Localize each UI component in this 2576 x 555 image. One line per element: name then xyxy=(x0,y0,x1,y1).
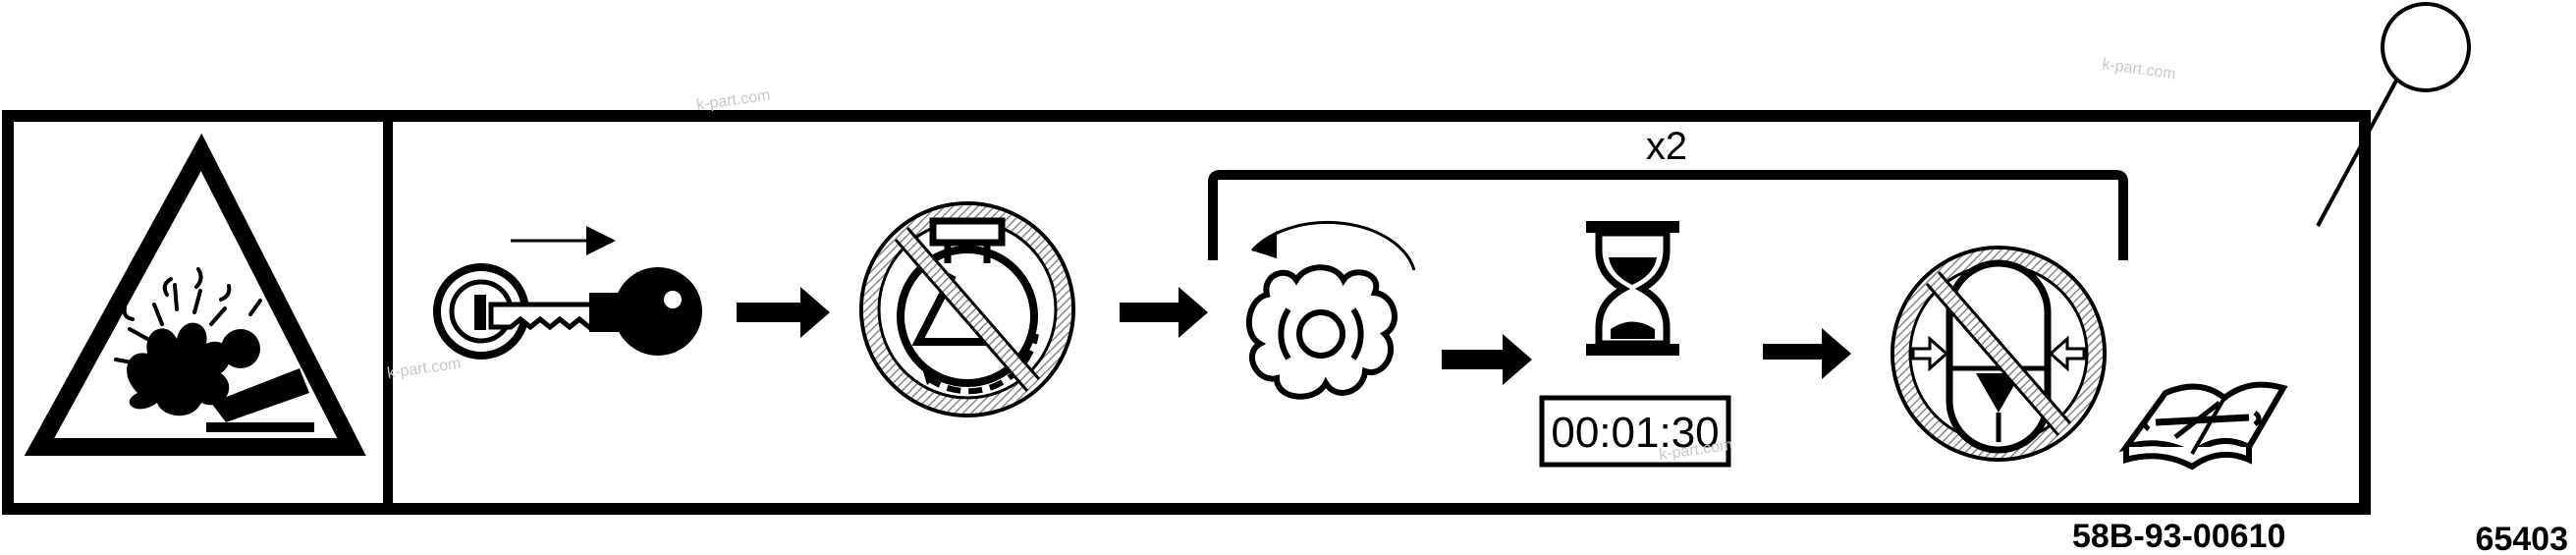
step-arrow xyxy=(737,287,830,338)
repeat-count: x2 xyxy=(1646,125,1687,168)
callout-marker xyxy=(2316,2,2471,227)
timer-display: 00:01:30 xyxy=(1539,395,1731,468)
figure-number: 65403 xyxy=(2475,521,2568,555)
timer-value: 00:01:30 xyxy=(1551,409,1719,457)
step-arrow xyxy=(1763,328,1851,379)
part-number: 58B-93-00610 xyxy=(2072,518,2285,555)
label-frame xyxy=(2,110,2371,515)
hourglass-icon xyxy=(1586,221,1679,356)
step-arrow xyxy=(1120,287,1208,338)
repeat-bracket xyxy=(1208,170,2128,260)
watermark: k-part.com xyxy=(695,87,771,114)
key-insert-icon xyxy=(433,226,702,360)
manual-book-icon xyxy=(2118,381,2288,471)
step-arrow xyxy=(1442,334,1532,385)
knob-turn-icon xyxy=(1245,220,1416,400)
watermark: k-part.com xyxy=(386,356,462,382)
no-engine-start-icon xyxy=(859,201,1075,417)
no-accumulator-pressure-icon xyxy=(1891,246,2107,462)
explosion-warning-icon xyxy=(24,133,366,456)
watermark: k-part.com xyxy=(2101,56,2176,83)
